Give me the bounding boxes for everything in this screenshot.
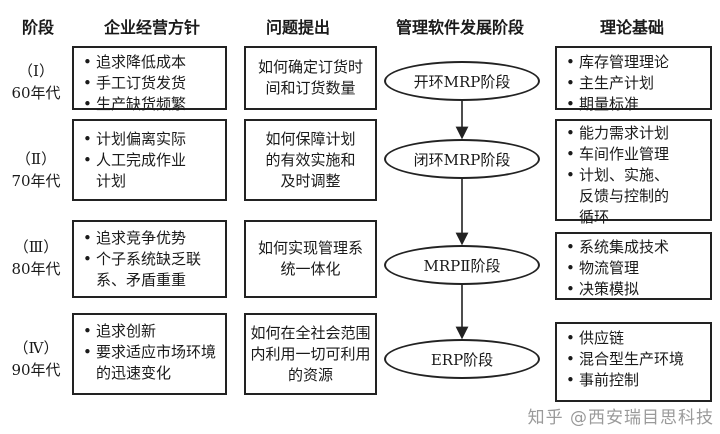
era-number: （Ⅰ） bbox=[18, 62, 54, 80]
era-1: （Ⅰ） 60年代 bbox=[8, 60, 64, 104]
era-2: （Ⅱ） 70年代 bbox=[8, 148, 64, 192]
question-box-4: 如何在全社会范围内利用一切可利用的资源 bbox=[244, 313, 377, 395]
header-question: 问题提出 bbox=[266, 18, 331, 37]
policy-box-4: 追求创新 要求适应市场环境的迅速变化 bbox=[72, 313, 227, 395]
watermark: 知乎 @西安瑞目思科技 bbox=[527, 408, 714, 428]
stage-oval-mrp2: MRPⅡ阶段 bbox=[384, 245, 540, 285]
stage-oval-closed-mrp: 闭环MRP阶段 bbox=[384, 139, 540, 179]
policy-box-1: 追求降低成本 手工订货发货 生产缺货频繁 bbox=[72, 46, 227, 115]
era-number: （Ⅱ） bbox=[15, 150, 57, 168]
header-stage: 阶段 bbox=[22, 18, 55, 37]
policy-box-3: 追求竞争优势 个子系统缺乏联系、矛盾重重 bbox=[72, 220, 227, 298]
theory-item: 事前控制 bbox=[565, 370, 706, 391]
policy-item: 生产缺货频繁 bbox=[82, 94, 221, 115]
question-box-2: 如何保障计划的有效实施和及时调整 bbox=[244, 119, 377, 201]
policy-item: 追求创新 bbox=[82, 321, 219, 342]
theory-box-3: 系统集成技术 物流管理 决策模拟 bbox=[555, 232, 712, 300]
policy-item: 追求竞争优势 bbox=[82, 228, 203, 249]
theory-item: 库存管理理论 bbox=[565, 52, 706, 73]
era-number: （Ⅳ） bbox=[13, 339, 59, 357]
policy-item: 追求降低成本 bbox=[82, 52, 221, 73]
question-box-1: 如何确定订货时间和订货数量 bbox=[244, 46, 377, 110]
era-decade: 60年代 bbox=[11, 84, 61, 102]
era-number: （Ⅲ） bbox=[13, 238, 59, 256]
stage-oval-open-mrp: 开环MRP阶段 bbox=[384, 61, 540, 101]
era-decade: 80年代 bbox=[11, 260, 61, 278]
theory-item: 决策模拟 bbox=[565, 279, 706, 300]
policy-item: 个子系统缺乏联系、矛盾重重 bbox=[82, 249, 203, 291]
theory-item: 物流管理 bbox=[565, 258, 706, 279]
theory-box-1: 库存管理理论 主生产计划 期量标准 bbox=[555, 46, 712, 115]
theory-item: 主生产计划 bbox=[565, 73, 706, 94]
theory-box-4: 供应链 混合型生产环境 事前控制 bbox=[555, 322, 712, 402]
policy-item: 计划偏离实际 bbox=[82, 129, 187, 150]
theory-item: 能力需求计划 bbox=[565, 123, 670, 144]
policy-item: 手工订货发货 bbox=[82, 73, 221, 94]
stage-oval-erp: ERP阶段 bbox=[384, 339, 540, 379]
header-software-stage: 管理软件发展阶段 bbox=[396, 18, 525, 37]
policy-item: 人工完成作业计划 bbox=[82, 150, 187, 192]
header-policy: 企业经营方针 bbox=[104, 18, 201, 37]
theory-item: 计划、实施、反馈与控制的循环 bbox=[565, 165, 670, 228]
question-box-3: 如何实现管理系统一体化 bbox=[244, 220, 377, 298]
policy-box-2: 计划偏离实际 人工完成作业计划 bbox=[72, 119, 227, 201]
era-decade: 70年代 bbox=[11, 172, 61, 190]
theory-item: 混合型生产环境 bbox=[565, 349, 706, 370]
header-theory: 理论基础 bbox=[600, 18, 665, 37]
theory-item: 系统集成技术 bbox=[565, 237, 706, 258]
theory-item: 供应链 bbox=[565, 328, 706, 349]
theory-item: 车间作业管理 bbox=[565, 144, 670, 165]
theory-box-2: 能力需求计划 车间作业管理 计划、实施、反馈与控制的循环 bbox=[555, 119, 712, 226]
policy-item: 要求适应市场环境的迅速变化 bbox=[82, 342, 219, 384]
era-decade: 90年代 bbox=[11, 361, 61, 379]
era-4: （Ⅳ） 90年代 bbox=[8, 337, 64, 381]
era-3: （Ⅲ） 80年代 bbox=[8, 236, 64, 280]
theory-item: 期量标准 bbox=[565, 94, 706, 115]
